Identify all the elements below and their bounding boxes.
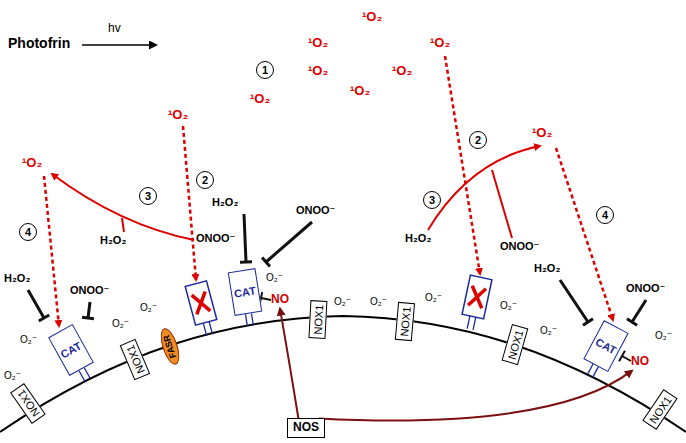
node-text: NOX1 — [398, 307, 413, 338]
inhibition-bar — [619, 351, 631, 361]
callout-number: 3 — [423, 191, 441, 209]
callout-number: 4 — [19, 223, 37, 241]
reactive-species: H₂O₂ — [405, 232, 431, 244]
catalase-box: CAT — [583, 320, 628, 372]
singlet-oxygen: ¹O₂ — [308, 64, 328, 78]
enzyme-box: NOX1 — [502, 324, 529, 365]
cell-membrane — [0, 316, 686, 432]
reactive-species: ONOO⁻ — [70, 284, 109, 296]
superoxide: O₂⁻ — [112, 318, 129, 329]
catalase-box: CAT — [228, 268, 262, 316]
superoxide: O₂⁻ — [4, 370, 21, 381]
superoxide: O₂⁻ — [20, 334, 37, 345]
inhibition-bar — [560, 280, 593, 325]
enzyme-box: NOX1 — [642, 389, 677, 430]
activation-arrow — [319, 371, 632, 421]
singlet-oxygen: ¹O₂ — [532, 126, 552, 140]
singlet-oxygen: ¹O₂ — [350, 84, 370, 98]
inhibition-bar — [240, 214, 252, 262]
superoxide: O₂⁻ — [140, 302, 157, 313]
superoxide: O₂⁻ — [500, 300, 517, 311]
superoxide: O₂⁻ — [540, 325, 557, 336]
node-text: NOX1 — [124, 344, 147, 376]
callout-number: 2 — [469, 131, 487, 149]
reactive-species: H₂O₂ — [4, 272, 30, 284]
activation-arrow — [280, 309, 298, 419]
inhibition-bar — [262, 222, 312, 267]
superoxide: O₂⁻ — [334, 296, 351, 307]
superoxide: O₂⁻ — [425, 292, 442, 303]
singlet-oxygen: ¹O₂ — [362, 10, 382, 24]
enzyme-box: NOX1 — [395, 302, 415, 341]
node-text: CAT — [594, 336, 619, 357]
drug-name: Photofrin — [8, 36, 70, 51]
reactive-species: ONOO⁻ — [196, 232, 235, 244]
superoxide: O₂⁻ — [370, 296, 387, 307]
singlet-oxygen: ¹O₂ — [22, 156, 42, 170]
inhibition-symbols — [28, 214, 646, 361]
reaction-arrows — [52, 146, 540, 240]
callout-number: 3 — [139, 187, 157, 205]
inhibition-bar — [82, 302, 94, 319]
synthase-box: NOS — [287, 418, 325, 437]
node-text: NO — [271, 293, 289, 306]
node-text: NOX1 — [505, 329, 525, 361]
singlet-oxygen: ¹O₂ — [308, 36, 328, 50]
reactive-species: H₂O₂ — [534, 262, 560, 274]
catalase-anchors — [79, 313, 598, 381]
node-text: FASR — [162, 333, 179, 359]
singlet-oxygen: ¹O₂ — [430, 36, 450, 50]
node-text: NO — [631, 355, 649, 368]
light-symbol: hv — [108, 22, 121, 35]
light-arrow — [82, 44, 156, 46]
reactive-species: ONOO⁻ — [296, 204, 335, 216]
reactive-species: ONOO⁻ — [626, 282, 665, 294]
reactive-species: H₂O₂ — [212, 196, 238, 208]
singlet-oxygen: ¹O₂ — [168, 108, 188, 122]
node-text: NOX1 — [14, 388, 41, 419]
nitric-oxide: NO — [270, 292, 290, 307]
node-text: CAT — [233, 284, 256, 299]
node-text: NOS — [293, 421, 319, 434]
catalase-box: CAT — [48, 324, 94, 376]
callout-number: 1 — [256, 61, 274, 79]
superoxide: O₂⁻ — [655, 330, 672, 341]
inhibition-bar — [28, 290, 49, 321]
superoxide: O₂⁻ — [266, 272, 283, 283]
nitric-oxide: NO — [630, 354, 650, 369]
reactive-species: ONOO⁻ — [500, 240, 539, 252]
reactive-species: H₂O₂ — [100, 234, 126, 246]
node-text: CAT — [59, 339, 84, 360]
callout-number: 4 — [596, 206, 614, 224]
singlet-oxygen: ¹O₂ — [250, 92, 270, 106]
singlet-oxygen: ¹O₂ — [392, 64, 412, 78]
callout-number: 2 — [196, 171, 214, 189]
enzyme-box: NOX1 — [10, 384, 46, 425]
inhibition-bar — [627, 300, 646, 325]
inhibition-bar — [260, 292, 271, 304]
node-text: NOX1 — [311, 305, 325, 336]
enzyme-box: NOX1 — [120, 339, 151, 381]
singlet-oxygen-arrows — [44, 56, 613, 326]
receptor-oval: FASR — [157, 326, 183, 367]
enzyme-box: NOX1 — [308, 301, 327, 340]
